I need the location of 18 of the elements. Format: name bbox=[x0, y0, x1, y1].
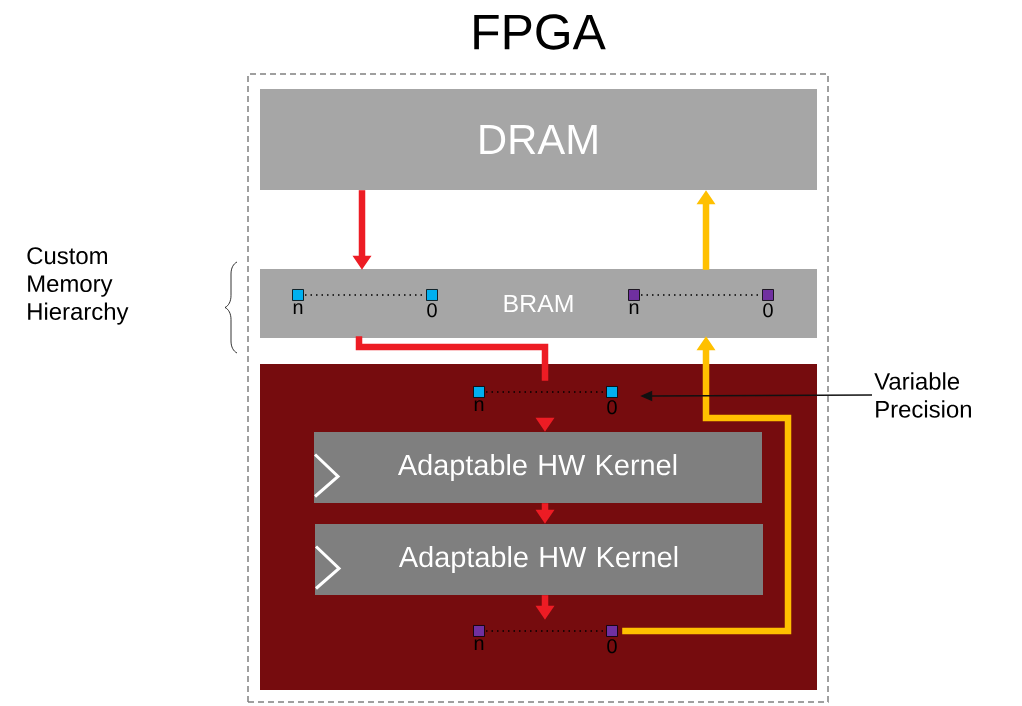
memory-box: DRAM bbox=[260, 89, 817, 190]
bit-label: 0 bbox=[763, 303, 773, 318]
node-text: n 0 bbox=[474, 639, 617, 654]
bit-label: n bbox=[474, 639, 484, 650]
kernel-box: Adaptable HW Kernel bbox=[315, 524, 763, 595]
annotation-text: Custom Memory Hierarchy bbox=[27, 247, 129, 325]
annotation-text: Variable Precision bbox=[874, 372, 971, 418]
bit-label: n bbox=[629, 303, 639, 314]
bit-label: n bbox=[474, 400, 484, 411]
kernel-box: Adaptable HW Kernel bbox=[314, 432, 762, 503]
bit-label: 0 bbox=[607, 639, 617, 654]
bit-label: 0 bbox=[427, 303, 437, 318]
bit-label: 0 bbox=[607, 400, 617, 415]
node-text: n 0 bbox=[629, 303, 773, 318]
node-text: n 0 bbox=[474, 400, 617, 415]
bit-label: n bbox=[293, 303, 303, 314]
node-text: n 0 bbox=[293, 303, 437, 318]
node-label: FPGA bbox=[474, 14, 606, 50]
